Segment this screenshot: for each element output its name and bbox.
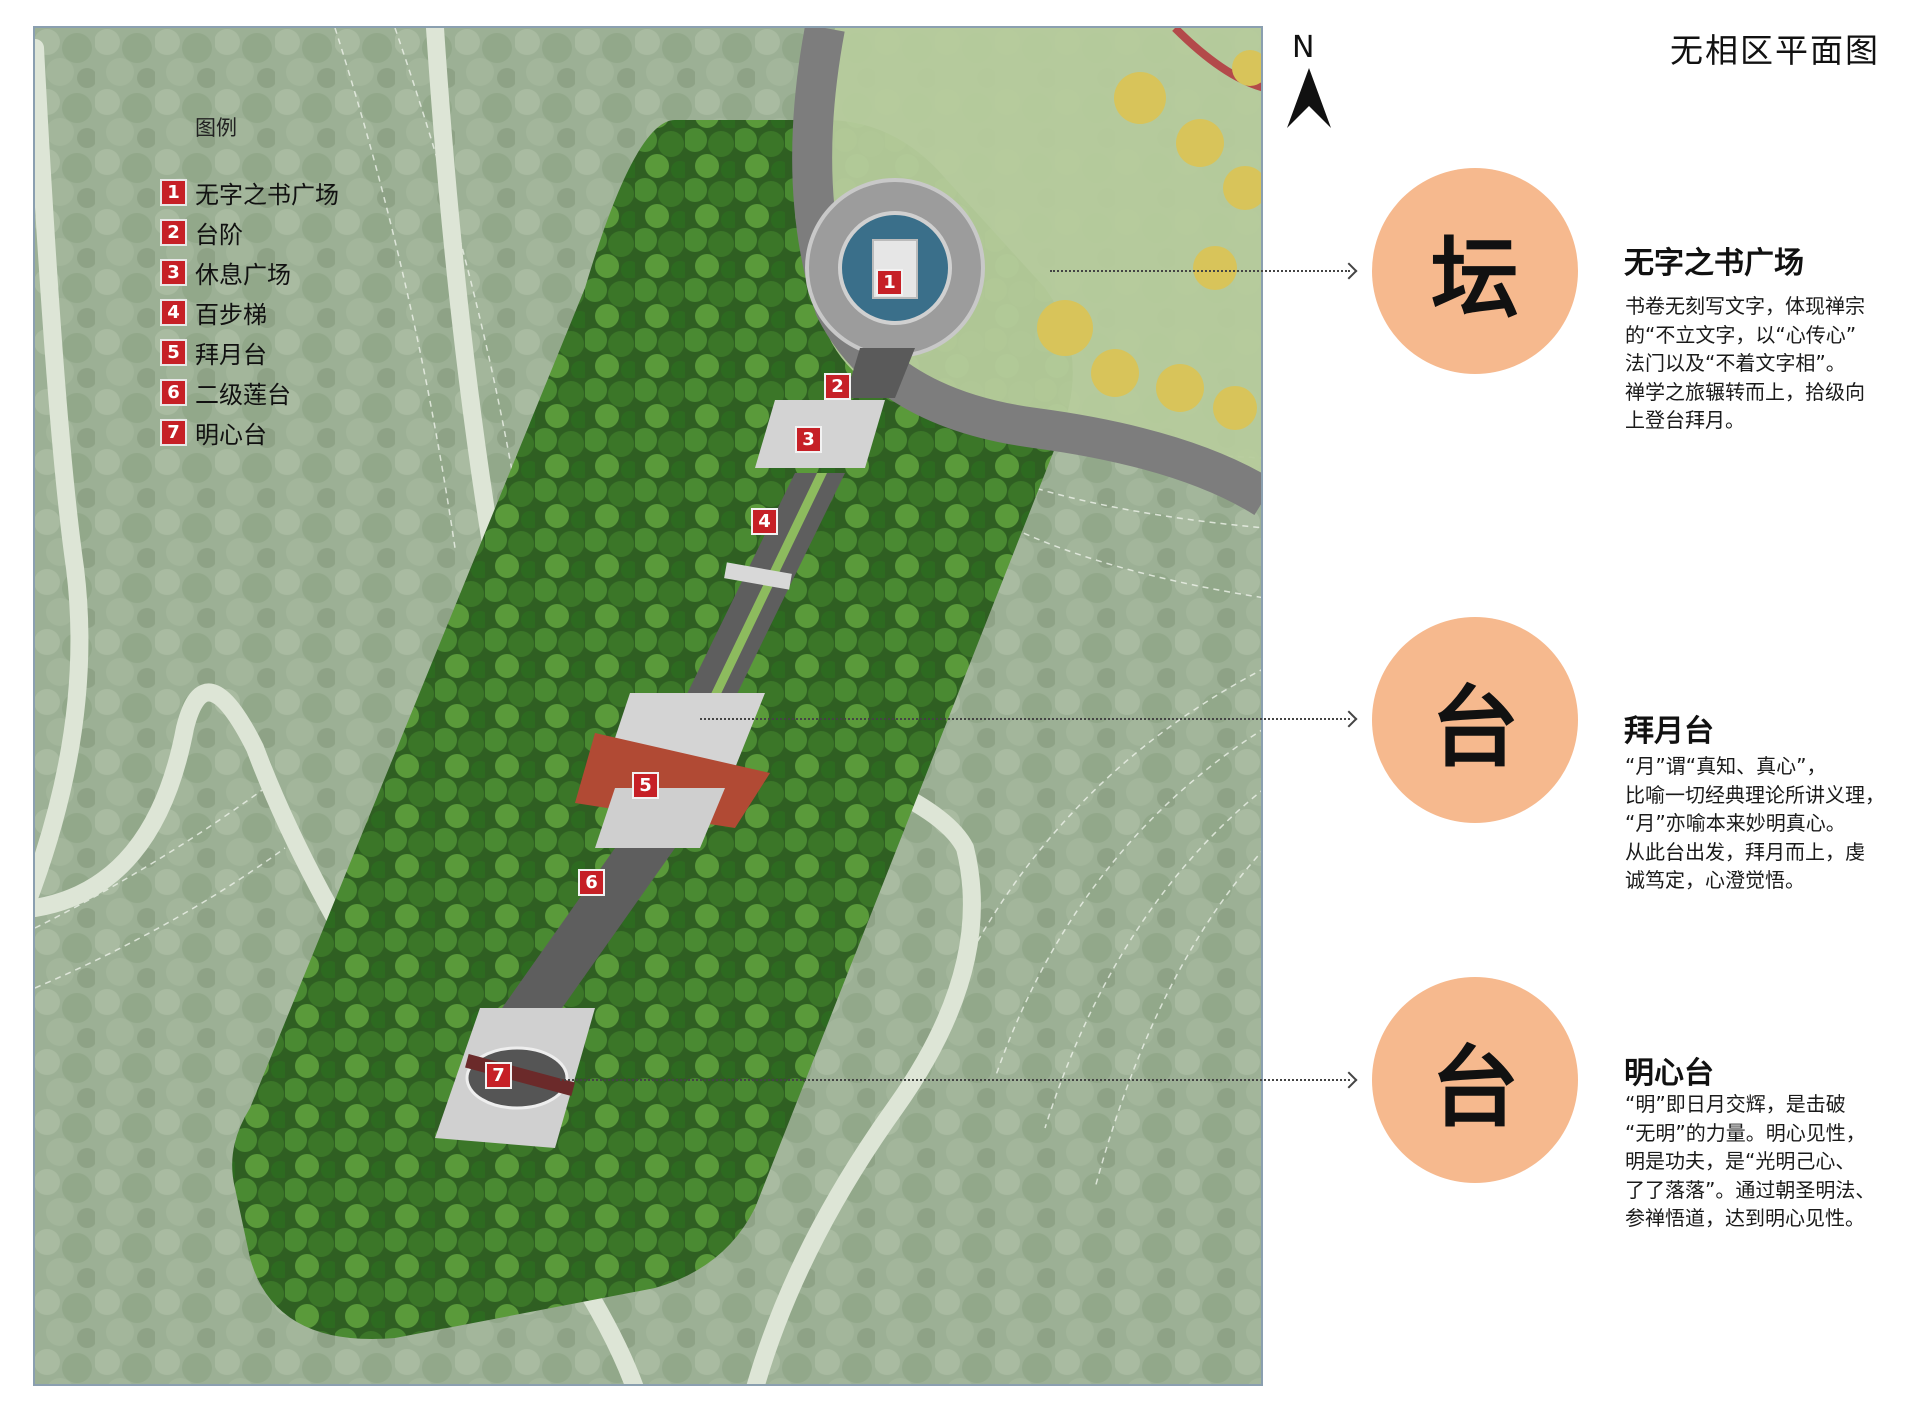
description-line: 书卷无刻写文字，体现禅宗	[1625, 294, 1865, 318]
map-drawing	[35, 28, 1261, 1384]
description-line: 从此台出发，拜月而上，虔	[1625, 839, 1865, 864]
description-line: 明是功夫，是“光明己心、	[1625, 1149, 1856, 1173]
description-line: 参禅悟道，达到明心见性。	[1625, 1206, 1865, 1230]
section-description: “月”谓“真知、真心”， 比喻一切经典理论所讲义理， “月”亦喻本来妙明真心。 …	[1625, 752, 1905, 895]
legend-label: 百步梯	[195, 300, 267, 329]
legend-item: 2 台阶	[160, 212, 339, 252]
ring-road	[792, 28, 1261, 516]
section-description: 书卷无刻写文字，体现禅宗 的“不立文字，以“心传心” 法门以及“不着文字相”。 …	[1625, 292, 1905, 435]
stairs-2	[845, 348, 915, 398]
description-line: 禅学之旅辗转而上，拾级向	[1625, 379, 1865, 404]
description-line: “无明”的力量。明心见性，	[1625, 1120, 1866, 1145]
section-title: 无字之书广场	[1624, 246, 1804, 281]
legend-label: 休息广场	[195, 260, 291, 289]
legend-number-badge: 4	[160, 298, 187, 326]
map-marker-4[interactable]: 4	[751, 508, 778, 535]
legend: 图例 1 无字之书广场 2 台阶 3 休息广场 4 百步梯 5 拜月台 6 二级…	[160, 112, 339, 452]
legend-number-badge: 1	[160, 178, 187, 206]
map-marker-3[interactable]: 3	[795, 426, 822, 453]
legend-number-badge: 7	[160, 418, 187, 446]
section-glyph-circle: 坛	[1372, 168, 1578, 374]
map-marker-1[interactable]: 1	[876, 269, 903, 296]
yellow-trees	[1037, 50, 1261, 430]
section-glyph-circle: 台	[1372, 617, 1578, 823]
legend-item: 7 明心台	[160, 412, 339, 452]
legend-number-badge: 2	[160, 218, 187, 246]
section-title: 拜月台	[1624, 714, 1714, 749]
legend-number-badge: 5	[160, 338, 187, 366]
description-line: 的“不立文字，以“心传心”	[1625, 322, 1857, 347]
page-title: 无相区平面图	[1670, 31, 1880, 70]
legend-label: 拜月台	[195, 340, 267, 369]
map-marker-6[interactable]: 6	[578, 869, 605, 896]
section-description: “明”即日月交辉，是击破 “无明”的力量。明心见性， 明是功夫，是“光明己心、 …	[1625, 1090, 1905, 1233]
legend-label: 无字之书广场	[195, 180, 339, 209]
site-plan-map: 图例 1 无字之书广场 2 台阶 3 休息广场 4 百步梯 5 拜月台 6 二级…	[33, 26, 1263, 1386]
legend-label: 明心台	[195, 420, 267, 449]
description-line: “明”即日月交辉，是击破	[1625, 1092, 1846, 1116]
legend-label: 台阶	[195, 220, 243, 249]
legend-item: 5 拜月台	[160, 332, 339, 372]
legend-number-badge: 3	[160, 258, 187, 286]
description-line: 比喻一切经典理论所讲义理，	[1625, 782, 1885, 807]
legend-title: 图例	[195, 116, 237, 140]
description-line: 上登台拜月。	[1625, 408, 1745, 432]
legend-number-badge: 6	[160, 378, 187, 406]
map-marker-5[interactable]: 5	[632, 772, 659, 799]
legend-item: 3 休息广场	[160, 252, 339, 292]
description-line: 法门以及“不着文字相”。	[1625, 351, 1846, 375]
map-marker-2[interactable]: 2	[824, 373, 851, 400]
arrow-head-icon	[1340, 1071, 1358, 1089]
legend-item: 6 二级莲台	[160, 372, 339, 412]
lotus-platform-6	[495, 848, 675, 1018]
north-arrow-icon	[1287, 68, 1331, 128]
description-line: 诚笃定，心澄觉悟。	[1625, 868, 1805, 892]
arrow-head-icon	[1340, 262, 1358, 280]
legend-label: 二级莲台	[195, 380, 291, 409]
legend-item: 1 无字之书广场	[160, 172, 339, 212]
section-title: 明心台	[1624, 1056, 1714, 1091]
legend-item: 4 百步梯	[160, 292, 339, 332]
description-line: “月”亦喻本来妙明真心。	[1625, 811, 1846, 835]
leader-line-3	[560, 1079, 1350, 1081]
section-glyph-circle: 台	[1372, 977, 1578, 1183]
map-marker-7[interactable]: 7	[485, 1062, 512, 1089]
leader-line-2	[700, 718, 1350, 720]
arrow-head-icon	[1340, 710, 1358, 728]
description-line: 了了落落”。通过朝圣明法、	[1625, 1177, 1876, 1202]
leader-line-1	[1050, 270, 1350, 272]
red-road	[1172, 28, 1261, 92]
north-letter: N	[1292, 30, 1315, 65]
description-line: “月”谓“真知、真心”，	[1625, 754, 1827, 778]
